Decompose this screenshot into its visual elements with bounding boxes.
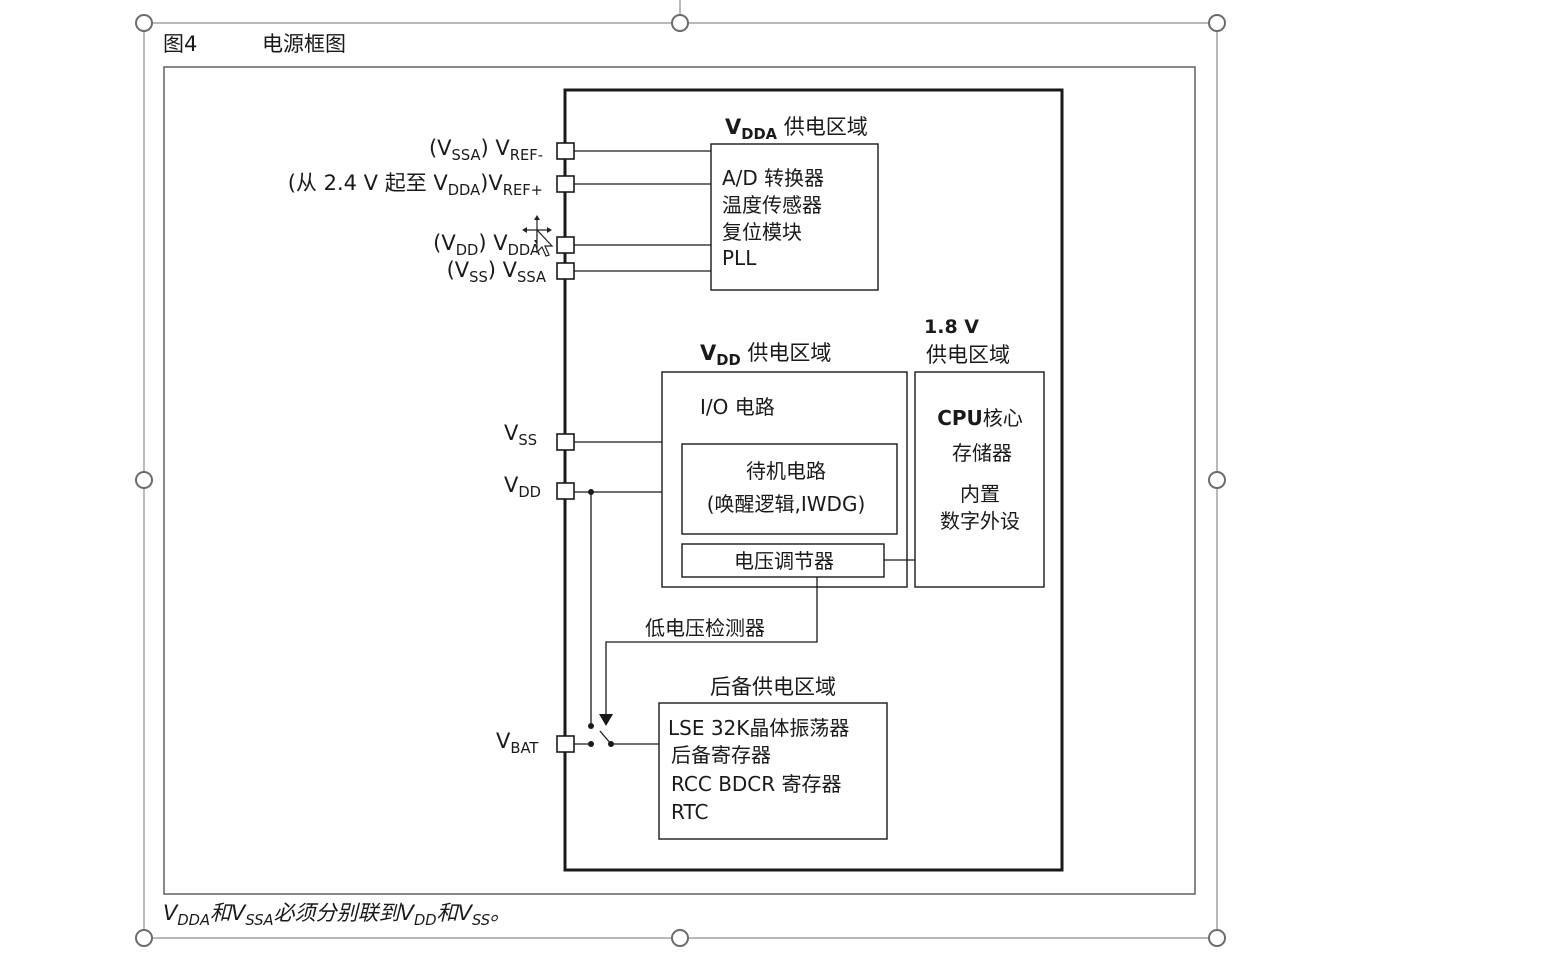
resize-handle-top-right[interactable]: [1208, 14, 1226, 32]
standby-line2: (唤醒逻辑,IWDG): [707, 492, 866, 516]
standby-box: [681, 443, 898, 535]
resize-handle-bottom-right[interactable]: [1208, 929, 1226, 947]
pin-vdda: [556, 236, 575, 254]
core-cpu-label: CPU核心: [937, 406, 1023, 430]
backup-domain-title: 后备供电区域: [710, 675, 836, 699]
core-domain-box: [914, 371, 1045, 588]
rotate-handle[interactable]: [671, 14, 689, 32]
pin-vref-minus: [556, 142, 575, 160]
regulator-label: 电压调节器: [734, 549, 834, 573]
vdda-item-temp: 温度传感器: [722, 193, 822, 217]
vdda-item-pll: PLL: [722, 246, 757, 270]
vdda-item-reset: 复位模块: [722, 220, 802, 244]
figure-border: [163, 66, 1196, 895]
core-domain-title-line2: 供电区域: [926, 343, 1010, 367]
backup-item-rtc: RTC: [671, 800, 708, 824]
backup-domain-box: [658, 702, 888, 840]
label-vref-plus: (从 2.4 V 起至 VDDA)VREF+: [288, 171, 543, 199]
pin-vbat: [556, 735, 575, 753]
switch-blade: [599, 730, 612, 745]
standby-line1: 待机电路: [746, 459, 826, 483]
vdd-domain-box: [661, 371, 908, 588]
resize-handle-bottom-left[interactable]: [135, 929, 153, 947]
backup-item-bdcr: RCC BDCR 寄存器: [671, 772, 842, 796]
vdd-domain-title: VDD 供电区域: [700, 341, 831, 369]
resize-handle-top-left[interactable]: [135, 14, 153, 32]
lvd-arrow: [599, 714, 613, 726]
vdda-item-adc: A/D 转换器: [722, 166, 824, 190]
switch-contact-vbat: [588, 741, 594, 747]
chip-boundary: [563, 88, 1064, 872]
label-vbat: VBAT: [496, 729, 539, 757]
vdda-domain-title: VDDA 供电区域: [725, 115, 868, 143]
switch-contact-vdd: [588, 723, 594, 729]
wire-lvd: [605, 577, 818, 716]
pin-vss: [556, 433, 575, 451]
pin-vref-plus: [556, 175, 575, 193]
label-vss: VSS: [504, 421, 537, 449]
resize-handle-middle-right[interactable]: [1208, 471, 1226, 489]
core-periph-line2: 数字外设: [940, 509, 1020, 533]
pin-vssa: [556, 262, 575, 280]
figure-footnote: VDDA和VSSA必须分别联到VDD和VSS。: [163, 901, 511, 929]
figure-title: 电源框图: [262, 32, 346, 56]
resize-handle-middle-left[interactable]: [135, 471, 153, 489]
label-vdd: VDD: [504, 473, 541, 501]
label-vssa: (VSS) VSSA: [447, 258, 546, 286]
vdda-domain-box: [710, 143, 879, 291]
core-memory-label: 存储器: [952, 441, 1012, 465]
core-domain-title-line1: 1.8 V: [924, 316, 979, 338]
figure-number: 图4: [163, 32, 197, 56]
pin-vdd: [556, 482, 575, 500]
label-vref-minus: (VSSA) VREF-: [429, 136, 543, 164]
resize-handle-bottom-middle[interactable]: [671, 929, 689, 947]
lvd-label: 低电压检测器: [645, 616, 765, 640]
label-vdda: (VDD) VDDA: [433, 231, 540, 259]
move-cursor-icon: [522, 215, 554, 257]
backup-item-lse: LSE 32K晶体振荡器: [668, 716, 849, 740]
vdd-io-label: I/O 电路: [700, 395, 775, 419]
backup-item-bkp: 后备寄存器: [671, 743, 771, 767]
core-periph-line1: 内置: [960, 482, 1000, 506]
